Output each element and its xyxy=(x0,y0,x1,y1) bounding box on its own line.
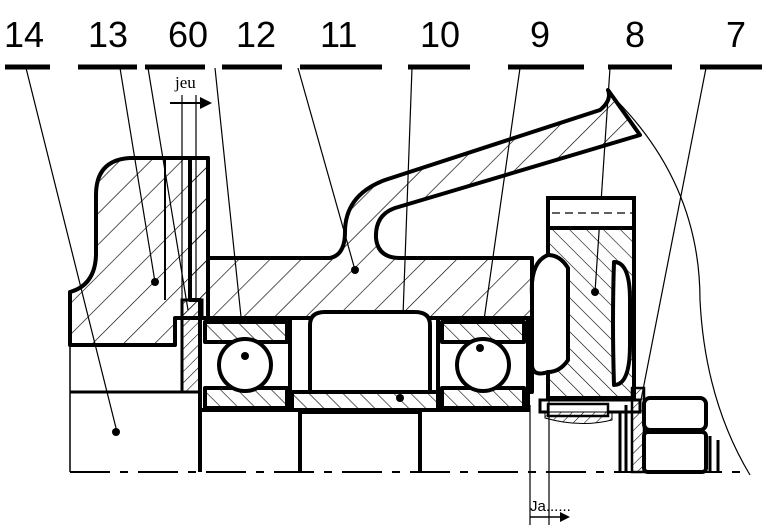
callout-14: 14 xyxy=(4,14,44,55)
callout-10: 10 xyxy=(420,14,460,55)
part-9-bearing xyxy=(436,316,530,412)
part-7-nut xyxy=(618,386,720,474)
outline-curve xyxy=(607,91,751,476)
ja-label: Ja...... xyxy=(530,498,571,515)
part-12-bearing xyxy=(198,316,292,412)
jeu-annotation: jeu xyxy=(170,73,212,300)
callout-9: 9 xyxy=(530,14,550,55)
callout-12: 12 xyxy=(236,14,276,55)
callout-13: 13 xyxy=(88,14,128,55)
part-10-spacer xyxy=(290,310,440,412)
callout-60: 60 xyxy=(168,14,208,55)
part-8-gear xyxy=(529,196,642,425)
callout-8: 8 xyxy=(625,14,645,55)
callout-7: 7 xyxy=(726,14,746,55)
ja-annotation: Ja...... xyxy=(529,400,571,525)
callout-11: 11 xyxy=(320,14,357,55)
jeu-label: jeu xyxy=(174,73,196,92)
